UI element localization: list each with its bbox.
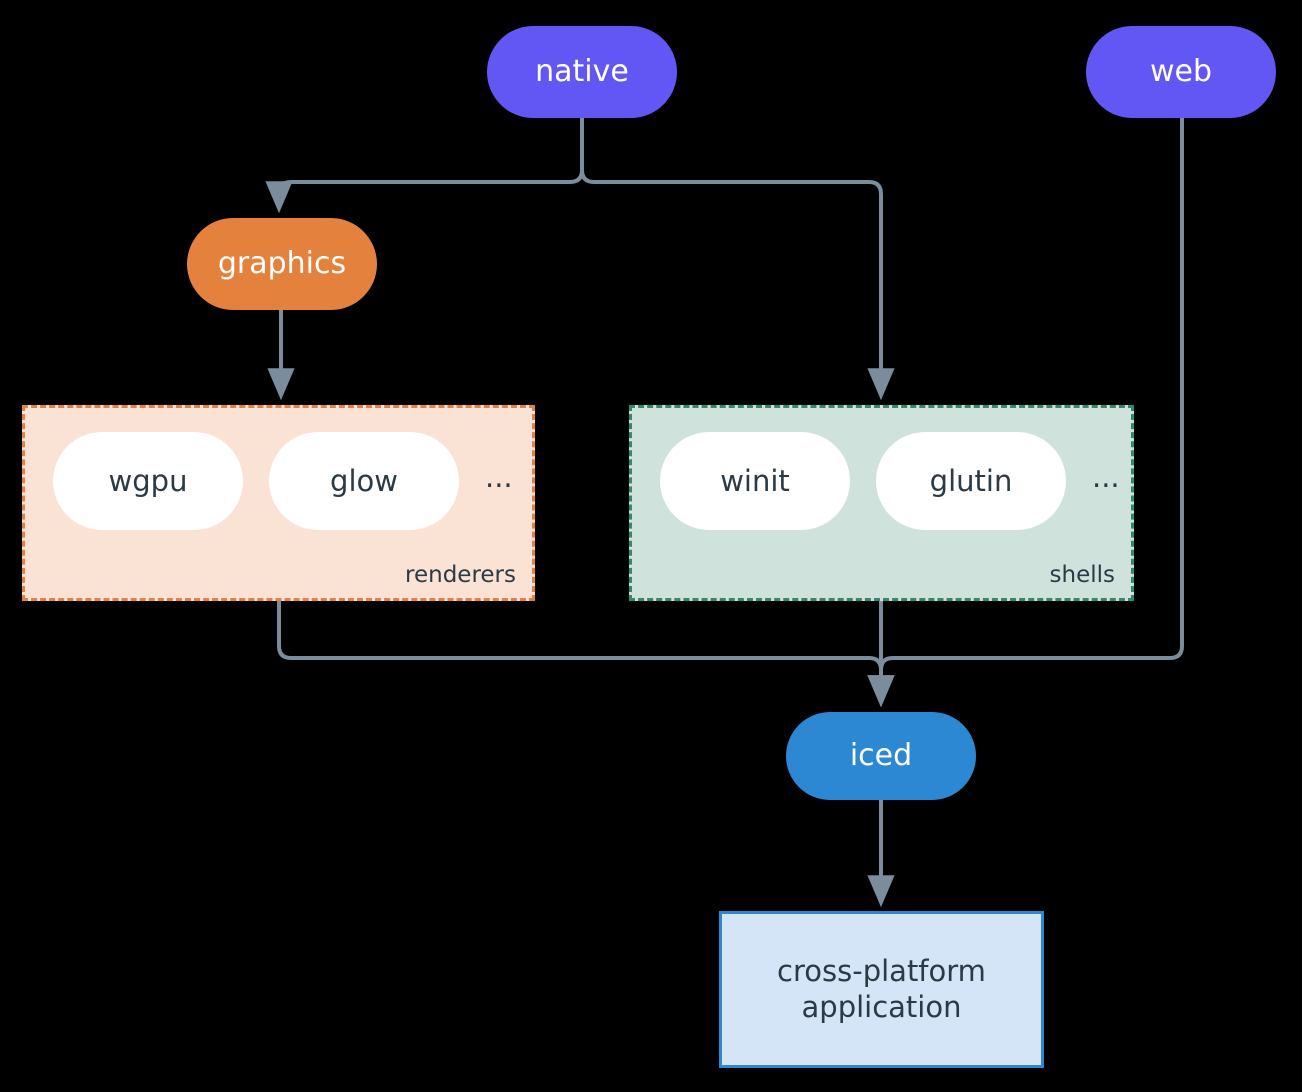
shells-overflow-ellipsis: ... (1092, 460, 1120, 494)
application-label-line-2: application (801, 989, 962, 1024)
node-cross-platform-application[interactable]: cross-platform application (719, 911, 1044, 1068)
renderers-overflow-ellipsis: ... (485, 460, 513, 494)
node-glutin[interactable]: glutin (876, 432, 1066, 530)
renderers-item-row: wgpu glow ... (53, 432, 513, 530)
node-web-label: web (1149, 54, 1213, 90)
node-native-label: native (535, 54, 629, 90)
node-wgpu-label: wgpu (108, 464, 188, 498)
node-web[interactable]: web (1086, 26, 1276, 118)
node-iced-label: iced (849, 738, 913, 774)
cluster-shells-label: shells (1049, 562, 1115, 588)
node-graphics-label: graphics (217, 246, 347, 282)
node-glow-label: glow (330, 464, 398, 498)
node-glutin-label: glutin (929, 464, 1013, 498)
edge-renderers-iced (277, 601, 895, 708)
node-iced[interactable]: iced (786, 712, 976, 800)
cluster-renderers-label: renderers (405, 562, 516, 588)
edge-native-shells (580, 118, 895, 401)
cluster-renderers: wgpu glow ... renderers (22, 405, 535, 601)
node-native[interactable]: native (487, 26, 677, 118)
node-glow[interactable]: glow (269, 432, 459, 530)
node-winit[interactable]: winit (660, 432, 850, 530)
node-wgpu[interactable]: wgpu (53, 432, 243, 530)
application-label-line-1: cross-platform (777, 953, 986, 988)
node-winit-label: winit (720, 464, 790, 498)
cluster-shells: winit glutin ... shells (629, 405, 1134, 601)
shells-item-row: winit glutin ... (660, 432, 1120, 530)
edge-native-graphics (265, 118, 584, 214)
node-graphics[interactable]: graphics (187, 218, 377, 310)
